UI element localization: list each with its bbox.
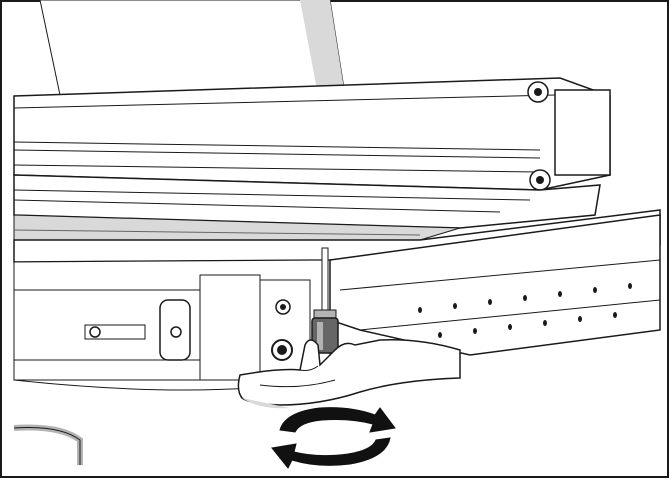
lid-assembly <box>13 77 611 191</box>
tray-layers <box>13 174 601 241</box>
back-panel <box>39 0 346 96</box>
back-panel-shade <box>300 0 345 95</box>
rotate-arrows-icon <box>271 407 396 469</box>
adjustment-knob-icon <box>311 247 339 354</box>
hand-icon <box>237 338 461 409</box>
